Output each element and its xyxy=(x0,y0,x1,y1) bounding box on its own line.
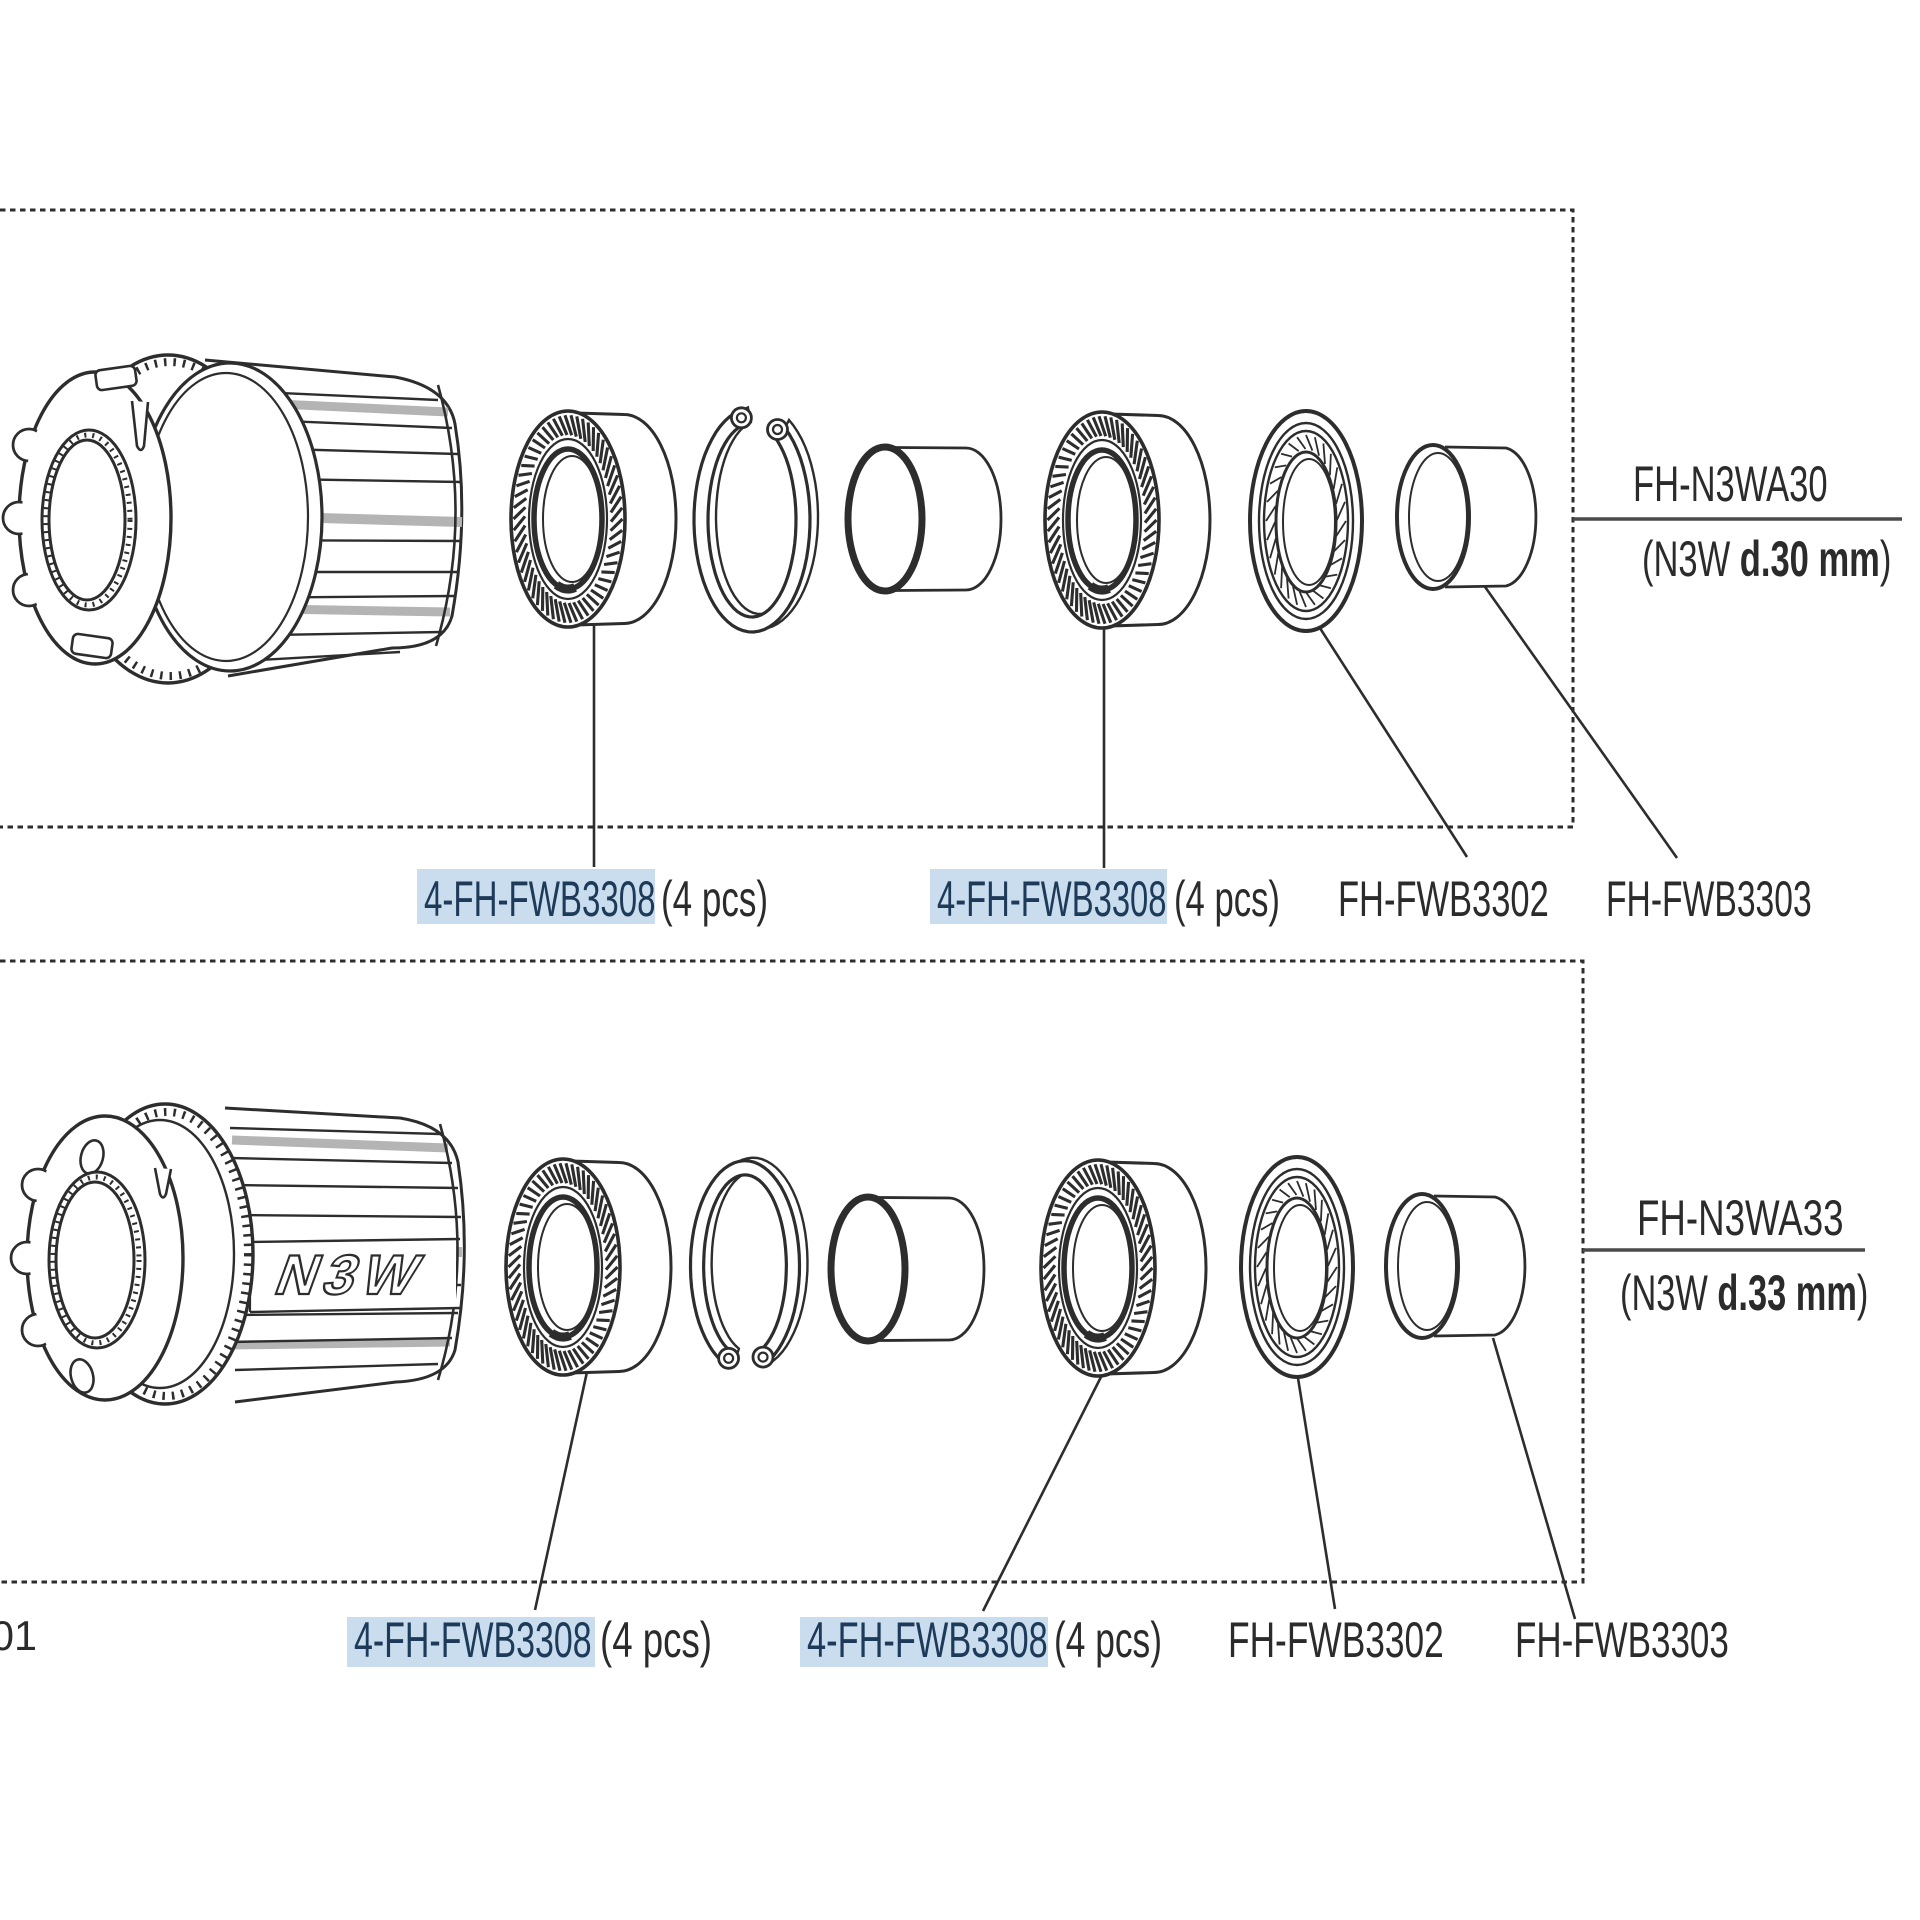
svg-text:(N3W d.33 mm): (N3W d.33 mm) xyxy=(1620,1266,1868,1322)
svg-text:(4 pcs): (4 pcs) xyxy=(1054,1613,1162,1668)
svg-text:4-FH-FWB3308: 4-FH-FWB3308 xyxy=(354,1613,592,1669)
svg-text:FH-N3WA33: FH-N3WA33 xyxy=(1637,1191,1844,1247)
svg-text:4-FH-FWB3308: 4-FH-FWB3308 xyxy=(424,871,656,926)
svg-text:01: 01 xyxy=(0,1612,37,1659)
svg-text:FH-FWB3303: FH-FWB3303 xyxy=(1606,871,1812,927)
svg-text:N3W: N3W xyxy=(267,1245,435,1307)
svg-text:(4 pcs): (4 pcs) xyxy=(1174,872,1280,928)
svg-text:(4 pcs): (4 pcs) xyxy=(661,872,768,928)
svg-text:4-FH-FWB3308: 4-FH-FWB3308 xyxy=(937,871,1167,927)
svg-text:4-FH-FWB3308: 4-FH-FWB3308 xyxy=(807,1613,1048,1669)
svg-text:FH-FWB3302: FH-FWB3302 xyxy=(1228,1613,1444,1668)
svg-text:(4 pcs): (4 pcs) xyxy=(600,1613,712,1669)
svg-text:(N3W d.30 mm): (N3W d.30 mm) xyxy=(1642,532,1891,588)
svg-text:FH-N3WA30: FH-N3WA30 xyxy=(1633,457,1828,513)
svg-text:FH-FWB3303: FH-FWB3303 xyxy=(1515,1613,1729,1669)
svg-text:FH-FWB3302: FH-FWB3302 xyxy=(1338,872,1549,928)
